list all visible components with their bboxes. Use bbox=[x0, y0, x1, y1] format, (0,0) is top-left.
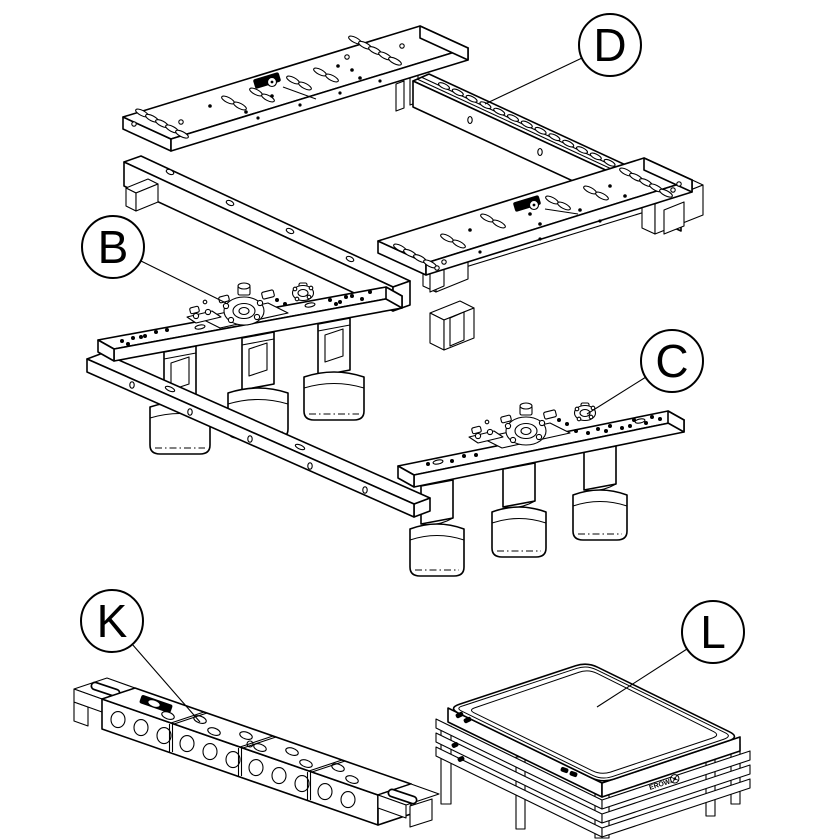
callout-label-c: C bbox=[655, 335, 688, 387]
balloon-l bbox=[681, 600, 745, 664]
leader-line-l bbox=[596, 648, 688, 708]
logo-gear-icon bbox=[670, 774, 680, 784]
balloon-d bbox=[578, 13, 642, 77]
balloon-k bbox=[80, 589, 144, 653]
callout-c: C bbox=[586, 329, 704, 415]
callout-label-k: K bbox=[97, 595, 128, 647]
part-clamping-rails-bc bbox=[86, 282, 685, 577]
callout-l: L bbox=[596, 600, 745, 708]
callout-b: B bbox=[81, 215, 227, 304]
leader-line-c bbox=[586, 376, 647, 415]
leader-line-b bbox=[140, 260, 227, 304]
callouts: D B C K L bbox=[80, 13, 745, 723]
part-pallet-stack-l bbox=[435, 663, 751, 839]
callout-label-b: B bbox=[98, 221, 129, 273]
leader-line-d bbox=[484, 57, 583, 105]
leader-line-k bbox=[131, 643, 201, 723]
callout-k: K bbox=[80, 589, 201, 723]
balloon-c bbox=[640, 329, 704, 393]
part-base-frame-d bbox=[122, 25, 704, 351]
callout-d: D bbox=[484, 13, 642, 105]
part-drilled-bar-k bbox=[73, 677, 440, 828]
callout-label-d: D bbox=[593, 19, 626, 71]
callout-label-l: L bbox=[700, 606, 726, 658]
balloon-b bbox=[81, 215, 145, 279]
